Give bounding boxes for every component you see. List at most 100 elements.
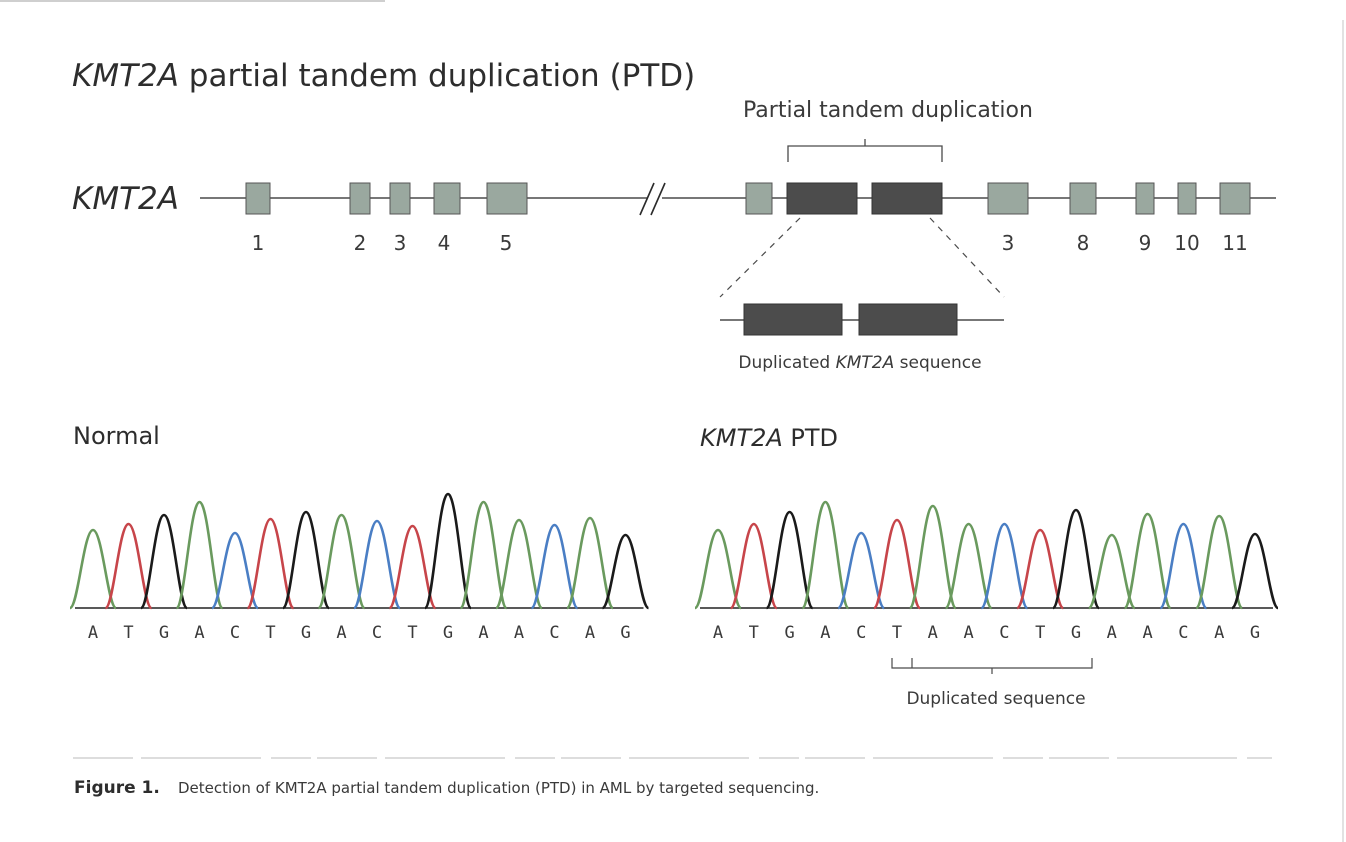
ptd-base-2: T [749,623,759,643]
ptd-base-6: T [892,623,902,643]
exon-label-4: 4 [438,231,451,255]
ptd-title-rest: PTD [783,424,838,452]
ptd-panel-title: KMT2A PTD [700,424,838,452]
normal-peak-7 [281,510,331,610]
exon-2 [349,182,371,215]
ptd-peak-2 [729,522,779,610]
exon-label-3: 3 [394,231,407,255]
normal-base-9: C [372,623,382,643]
normal-base-1: A [88,623,98,643]
exon-label-9: 9 [1139,231,1152,255]
exon-8 [1069,182,1097,215]
ptd-base-10: T [1035,623,1045,643]
normal-peak-15 [565,516,615,610]
duplicated-sequence-label: Duplicated sequence [906,689,1085,709]
duplicated-kmt2a-sequence-label: Duplicated KMT2A sequence [738,353,981,373]
ptd-peak-9 [980,522,1029,610]
inset-dup-block-2 [858,303,958,336]
normal-peak-8 [317,513,366,610]
normal-base-14: C [549,623,559,643]
normal-peak-4 [175,500,224,610]
normal-base-12: A [478,623,488,643]
dup-seq-label-gene: KMT2A [836,353,895,373]
normal-base-16: G [620,623,630,643]
normal-panel-title: Normal [73,422,160,450]
ptd-peak-10 [1015,528,1065,610]
normal-peak-14 [530,523,579,610]
exon-5 [486,182,528,215]
ptd-base-8: A [963,623,973,643]
ptd-peak-13 [1123,512,1172,610]
ptd-base-5: C [856,623,866,643]
ptd-bracket [787,145,943,162]
duplicated-exon-1 [786,182,858,215]
break-mark-2 [650,182,666,216]
zoom-line-right [929,217,1005,298]
ptd-title-gene: KMT2A [700,424,783,452]
ptd-peak-8 [944,522,993,610]
ptd-base-14: C [1178,623,1188,643]
ptd-peak-1 [693,528,743,610]
normal-peak-16 [601,533,650,610]
dup-seq-label-post: sequence [894,353,981,373]
ptd-chromatogram [693,500,1280,610]
exon-pre-dup [745,182,773,215]
exon-3b [987,182,1029,215]
gene-label: KMT2A [72,181,179,217]
ptd-peak-7 [908,504,958,610]
ptd-base-4: A [820,623,830,643]
ptd-peak-14 [1159,522,1208,610]
ptd-base-13: A [1142,623,1152,643]
title-gene: KMT2A [72,58,179,94]
exon-3 [389,182,411,215]
ptd-base-16: G [1250,623,1260,643]
ptd-peak-11 [1051,508,1101,610]
ptd-peak-4 [801,500,850,610]
exon-9 [1135,182,1155,215]
zoom-line-left [719,217,801,298]
normal-base-15: A [585,623,595,643]
ptd-base-1: A [713,623,723,643]
normal-base-2: T [123,623,133,643]
duplicated-exon-2 [871,182,943,215]
ptd-peak-5 [836,531,886,610]
normal-base-4: A [194,623,204,643]
ptd-base-7: A [928,623,938,643]
normal-peak-2 [104,522,153,610]
break-mark-1 [639,182,655,216]
normal-base-6: T [265,623,275,643]
normal-peak-5 [210,531,260,610]
exon-label-11: 11 [1222,231,1247,255]
caption-text: Detection of KMT2A partial tandem duplic… [178,779,819,797]
exon-label-1: 1 [252,231,265,255]
normal-peak-1 [68,528,118,610]
ptd-label: Partial tandem duplication [743,98,1033,123]
normal-base-10: T [407,623,417,643]
normal-peak-12 [459,500,508,610]
normal-base-7: G [301,623,311,643]
exon-11 [1219,182,1251,215]
ptd-base-9: C [999,623,1009,643]
exon-10 [1177,182,1197,215]
exon-label-10: 10 [1174,231,1199,255]
normal-peak-6 [246,517,295,610]
normal-peak-3 [139,513,189,610]
normal-base-3: G [159,623,169,643]
figure-title: KMT2A partial tandem duplication (PTD) [72,58,695,94]
normal-base-8: A [336,623,346,643]
normal-peak-9 [352,519,402,610]
normal-peak-13 [494,518,544,610]
ptd-base-12: A [1107,623,1117,643]
exon-label-3b: 3 [1002,231,1015,255]
inset-dup-block-1 [743,303,843,336]
title-rest: partial tandem duplication (PTD) [179,58,695,94]
caption-label: Figure 1. [74,778,160,798]
normal-peak-10 [388,524,437,610]
ptd-peak-12 [1087,533,1137,610]
ptd-base-15: A [1214,623,1224,643]
normal-base-5: C [230,623,240,643]
ptd-peak-3 [765,510,814,610]
ptd-base-11: G [1071,623,1081,643]
